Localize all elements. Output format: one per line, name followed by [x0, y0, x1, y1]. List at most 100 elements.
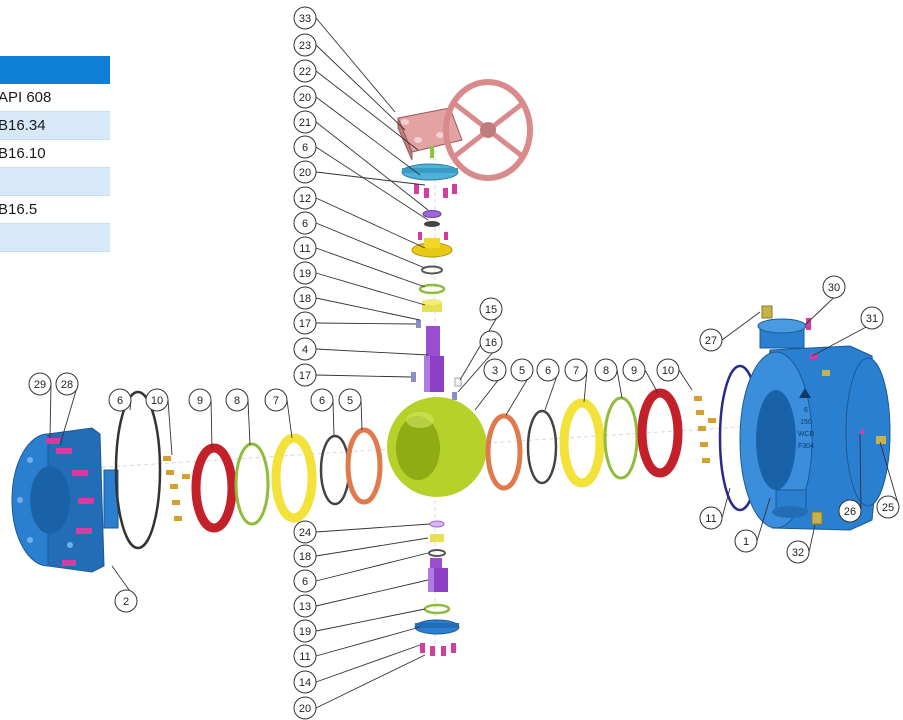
callout-leader	[360, 399, 363, 431]
callout-leader	[49, 383, 52, 439]
callout-leader	[315, 70, 419, 151]
callout-number: 28	[61, 379, 73, 391]
callout-number: 19	[299, 268, 311, 280]
callout-leader	[721, 311, 761, 341]
callout-leader	[616, 369, 623, 399]
callout-number: 24	[299, 527, 311, 539]
mounting-plate	[401, 163, 459, 181]
callout-number: 8	[603, 365, 609, 377]
callout-number: 11	[299, 651, 310, 663]
seat-ring-orange	[345, 427, 383, 505]
standards-row: B16.10	[0, 140, 110, 168]
callout-number: 15	[485, 304, 497, 316]
bottom-cover	[414, 619, 460, 635]
callout-number: 9	[631, 365, 637, 377]
callout-bubble	[264, 388, 288, 412]
callout-leader	[315, 247, 426, 288]
callout-bubble	[293, 594, 317, 618]
callout-number: 20	[299, 167, 311, 179]
callout-leader	[315, 537, 429, 557]
callout-bubble	[293, 670, 317, 694]
callout-number: 13	[299, 601, 311, 613]
callout-leader	[879, 441, 900, 508]
callout-leader	[315, 171, 426, 186]
gasket-black	[526, 409, 558, 485]
callout-bubble	[310, 388, 334, 412]
callout-bubble	[293, 544, 317, 568]
svg-text:6: 6	[804, 407, 808, 414]
standards-row: B16.34	[0, 112, 110, 140]
callout-leader	[644, 369, 659, 394]
callout-bubble	[293, 696, 317, 720]
spring-set-left	[163, 456, 190, 521]
callout-bubble	[536, 358, 560, 382]
seat-ring-red	[637, 388, 683, 478]
callout-leader	[315, 322, 417, 325]
callout-number: 1	[743, 536, 749, 548]
callout-number: 4	[302, 344, 308, 356]
oring-green	[603, 396, 639, 480]
callout-number: 16	[485, 337, 497, 349]
callout-number: 17	[299, 370, 311, 382]
washer	[429, 520, 445, 528]
ring-dark	[424, 221, 440, 227]
callout-leader	[315, 96, 421, 176]
callout-number: 6	[117, 395, 123, 407]
ring-green-oring	[423, 603, 451, 615]
callout-bubble	[225, 388, 249, 412]
left-end-cap	[11, 427, 119, 573]
callout-leader	[756, 497, 771, 542]
stem-upper	[424, 326, 444, 392]
callout-number: 6	[302, 142, 308, 154]
callout-number: 11	[299, 243, 310, 255]
seat-ring-red	[191, 443, 237, 533]
callout-bubble	[734, 529, 758, 553]
callout-bubble	[656, 358, 680, 382]
callout-bubble	[293, 160, 317, 184]
callout-number: 19	[299, 626, 311, 638]
callout-leader	[315, 222, 426, 269]
callout-leader	[315, 197, 426, 249]
callout-bubble	[479, 297, 503, 321]
callout-bubble	[293, 286, 317, 310]
callout-number: 30	[828, 282, 840, 294]
callout-number: 18	[299, 293, 311, 305]
seat-yellow	[271, 433, 317, 523]
callout-number: 33	[299, 13, 311, 25]
callout-bubble	[786, 540, 810, 564]
callout-number: 29	[34, 379, 46, 391]
callout-bubble	[293, 337, 317, 361]
callout-bubble	[293, 110, 317, 134]
callout-number: 14	[299, 677, 311, 689]
standards-row: B16.5	[0, 196, 110, 224]
callout-number: 27	[705, 335, 717, 347]
callout-leader	[59, 383, 79, 446]
callout-bubble	[55, 372, 79, 396]
callout-number: 8	[234, 395, 240, 407]
callout-number: 31	[866, 313, 878, 325]
callout-bubble	[510, 358, 534, 382]
stem-bushing	[422, 299, 442, 312]
callout-bubble	[338, 388, 362, 412]
callout-bubble	[293, 569, 317, 593]
callout-bubble	[860, 306, 884, 330]
spring-set-right	[694, 396, 716, 463]
svg-text:F304: F304	[798, 443, 814, 450]
callout-leader	[315, 552, 429, 582]
pin	[452, 392, 457, 400]
callout-bubble	[188, 388, 212, 412]
callout-leader	[210, 399, 213, 449]
bolt-set-top	[414, 184, 457, 198]
callout-leader	[315, 374, 412, 378]
callout-bubble	[293, 135, 317, 159]
ball	[387, 397, 487, 497]
callout-number: 23	[299, 40, 311, 52]
callout-leader	[247, 399, 251, 446]
standards-row	[0, 168, 110, 196]
valve-body: 6 150 WCB F304	[739, 318, 891, 531]
callout-number: 10	[151, 395, 163, 407]
key-pin	[416, 320, 421, 328]
standards-row: API 608	[0, 84, 110, 112]
callout-leader	[315, 146, 429, 221]
